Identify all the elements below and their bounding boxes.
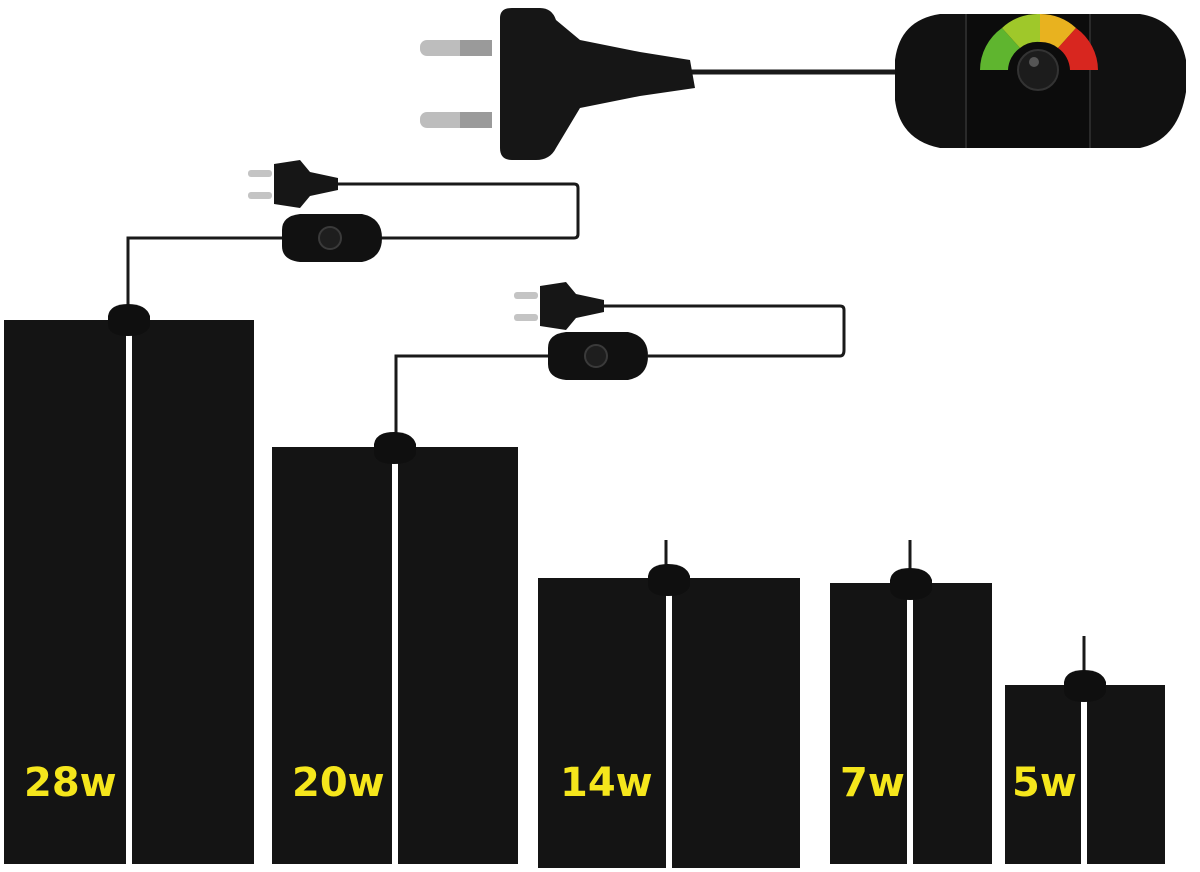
cable-connector (1064, 670, 1106, 702)
power-cable (604, 304, 846, 358)
mat-label-28w: 28w (24, 760, 117, 806)
cable-connector (374, 432, 416, 464)
mat-7w: 7w (830, 568, 992, 864)
small-plug-assembly-28w (126, 160, 580, 310)
cable-connector (890, 568, 932, 600)
mat-label-7w: 7w (840, 760, 905, 806)
mat-label-14w: 14w (560, 760, 653, 806)
mat-label-20w: 20w (292, 760, 385, 806)
mat-28w: 28w (4, 304, 254, 864)
power-cable (394, 354, 548, 440)
power-cable (338, 182, 580, 240)
cable-connector (108, 304, 150, 336)
plug-icon (274, 160, 338, 208)
main-plug-assembly (420, 8, 1186, 160)
cable-connector (648, 564, 690, 596)
plug-icon (500, 8, 695, 160)
small-plug-assembly-20w (394, 282, 846, 440)
mat-14w: 14w (538, 564, 800, 868)
mat-5w: 5w (1005, 670, 1165, 864)
power-cable (126, 236, 282, 310)
dimmer-dial-icon (980, 13, 1098, 91)
mat-label-5w: 5w (1012, 760, 1077, 806)
mat-20w: 20w (272, 432, 518, 864)
plug-icon (540, 282, 604, 330)
